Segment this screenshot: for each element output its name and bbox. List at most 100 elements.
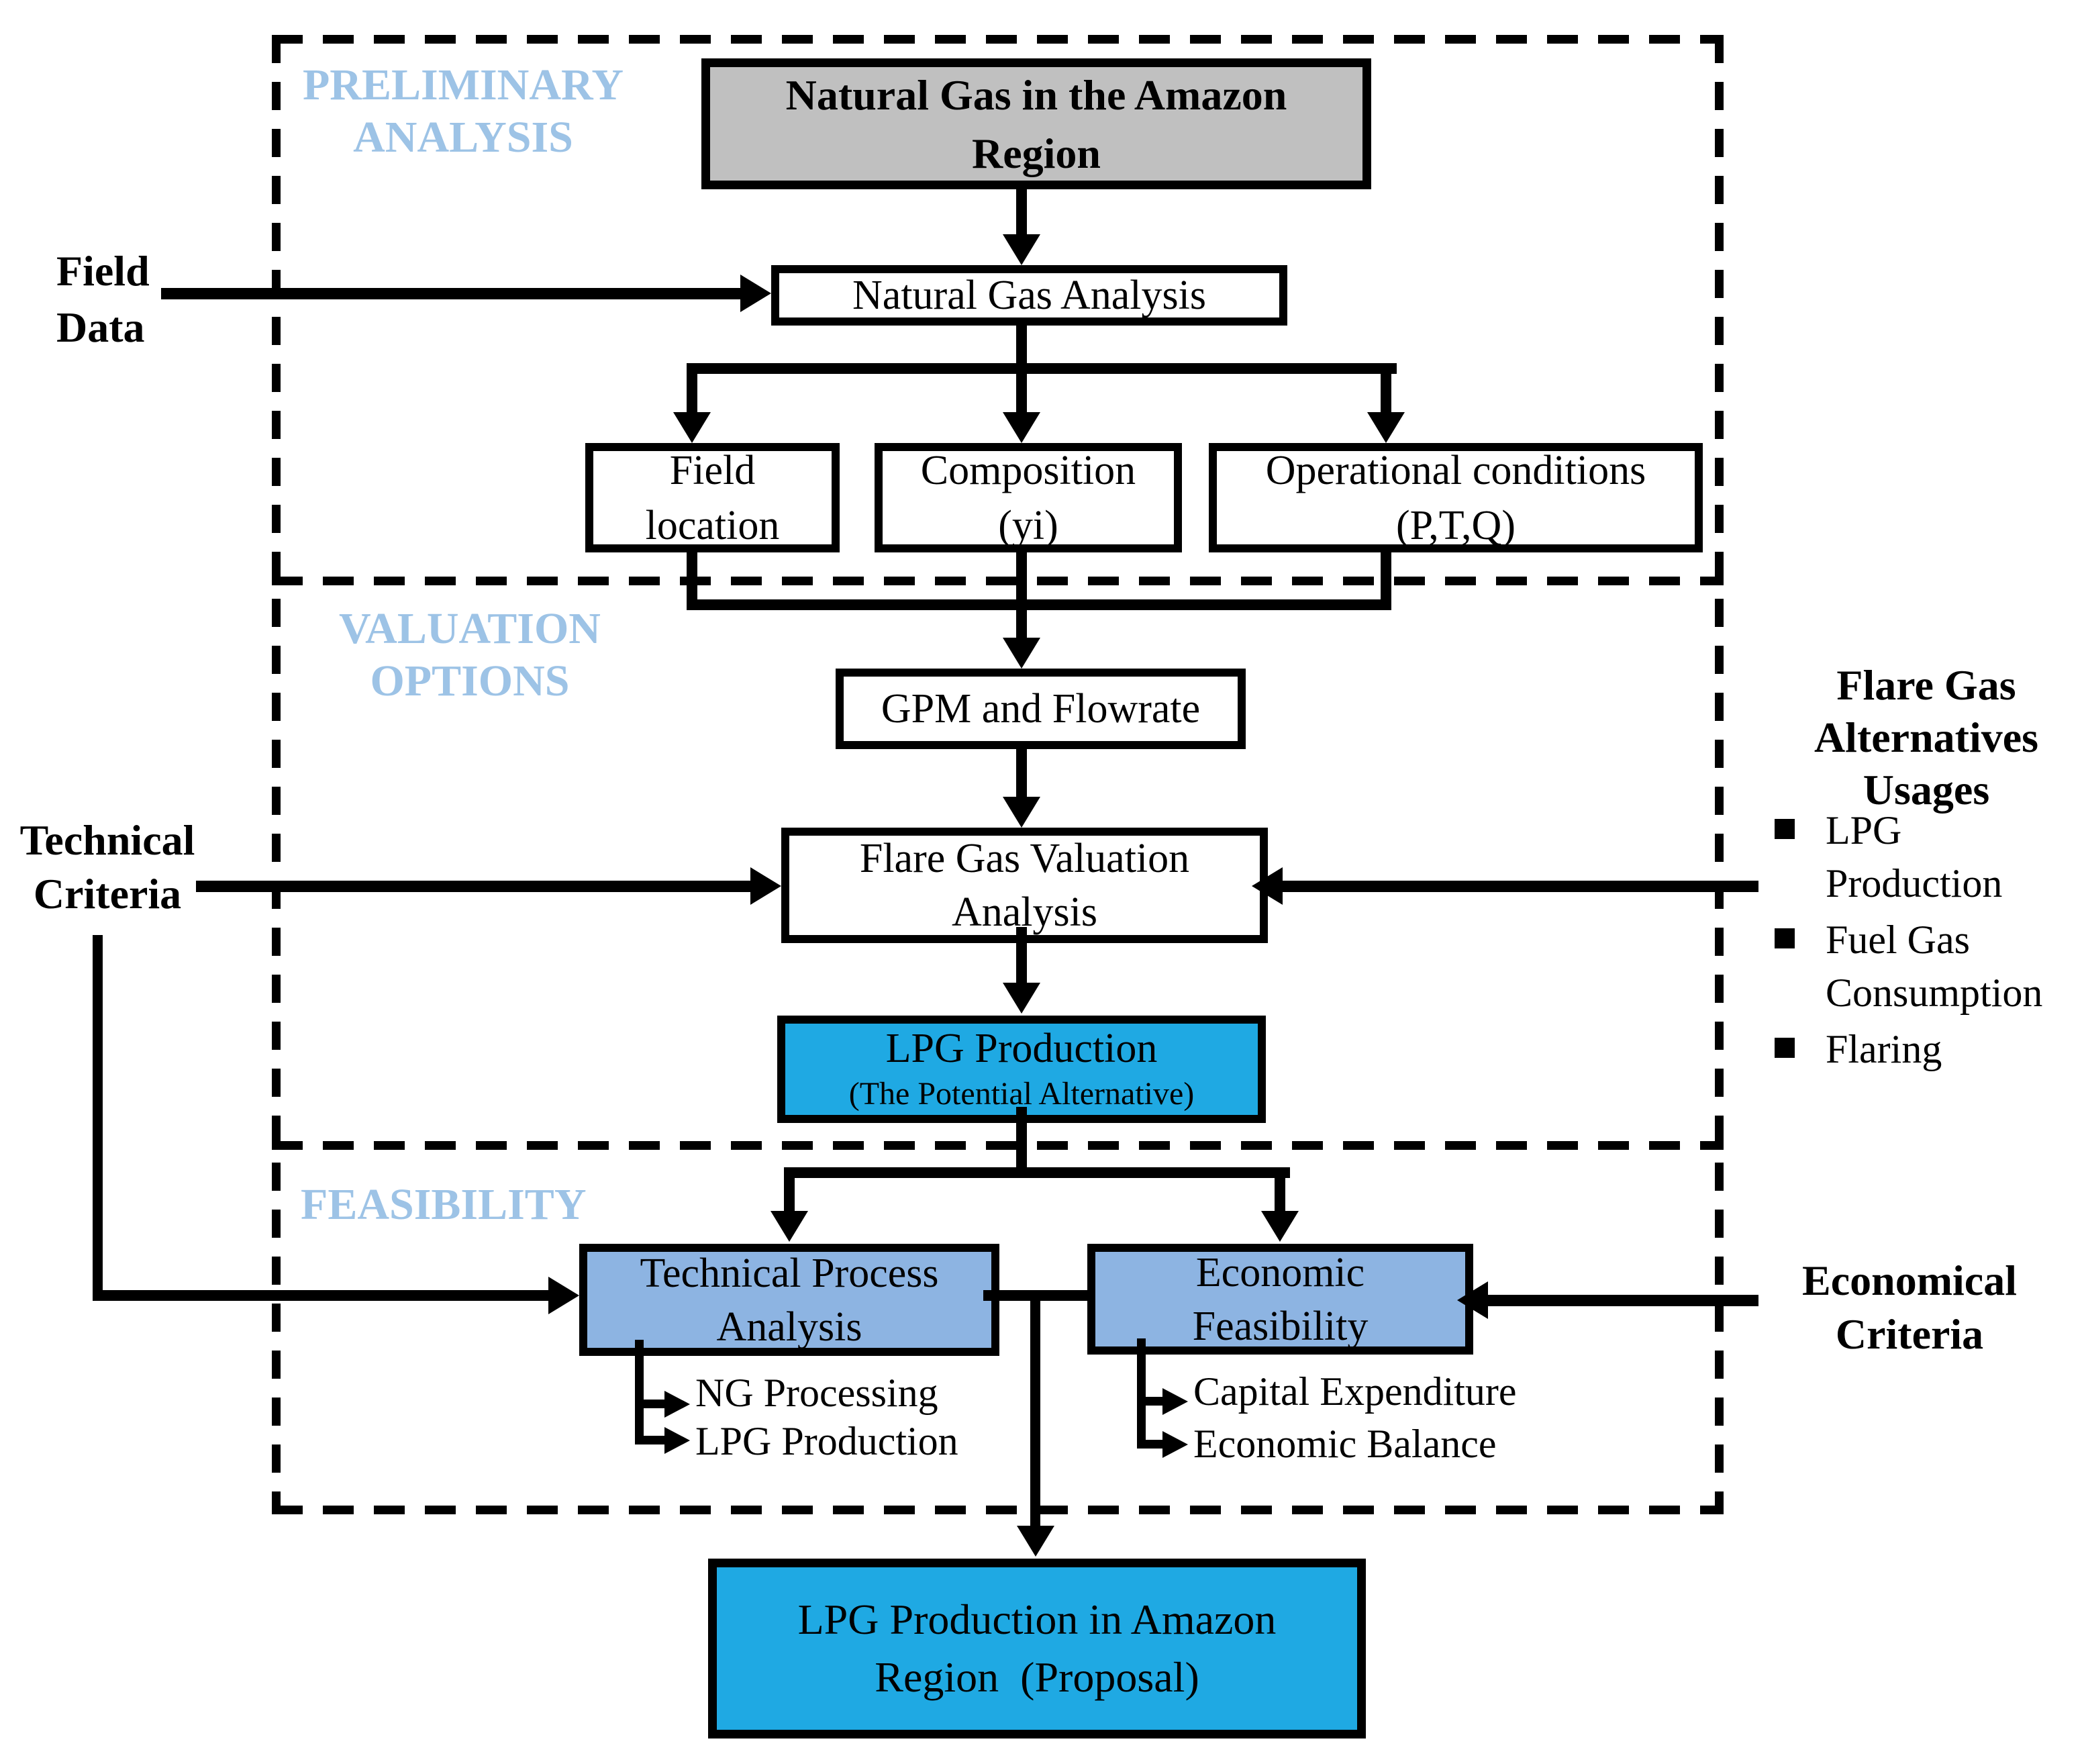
section-label-feasibility: FEASIBILITY [301, 1180, 587, 1229]
connector-drop-mid [1016, 374, 1027, 414]
arrowhead-technical-into-fgva [750, 867, 781, 905]
connector-down-to-proposal [1030, 1301, 1040, 1526]
label-capital-expenditure: Capital Expenditure [1193, 1369, 1517, 1414]
arrowhead-into-lpg-production [1003, 983, 1040, 1014]
section-border-bottom [272, 1506, 1724, 1514]
node-composition-line2: (yi) [998, 502, 1058, 548]
node-lpg-line2: (The Potential Alternative) [848, 1076, 1195, 1112]
node-technical-process-analysis: Technical Process Analysis [579, 1244, 999, 1356]
connector-gpm-down [1016, 749, 1027, 797]
label-ng-processing: NG Processing [695, 1371, 938, 1415]
arrowhead-ef-output1 [1162, 1388, 1188, 1415]
node-gpm-flowrate: GPM and Flowrate [836, 669, 1246, 749]
node-fgva-line1: Flare Gas Valuation [859, 836, 1190, 881]
arrowhead-into-field-location [673, 412, 711, 443]
section-divider-valuation-feasibility [272, 1141, 1724, 1150]
label-economical-criteria: Economical Criteria [1775, 1254, 2044, 1361]
connector-tpa-output1 [635, 1400, 664, 1408]
node-proposal-line2: Region (Proposal) [875, 1653, 1199, 1701]
arrowhead-into-gpm [1003, 638, 1040, 669]
connector-field-data [161, 288, 742, 299]
flare-alternatives-list: LPG Production Fuel Gas Consumption Flar… [1765, 804, 2082, 1079]
node-field-location-line2: location [645, 502, 780, 548]
arrowhead-ef-output2 [1162, 1431, 1188, 1458]
section-border-top [272, 35, 1724, 44]
node-operational-line1: Operational conditions [1265, 447, 1646, 493]
node-gas-analysis-label: Natural Gas Analysis [852, 273, 1206, 318]
connector-ef-outputs-stub [1137, 1338, 1146, 1446]
connector-drop-ef [1275, 1178, 1285, 1212]
list-item: Flaring [1765, 1023, 2082, 1076]
connector-merge-down [1016, 610, 1027, 638]
connector-tpa-output2 [635, 1436, 664, 1444]
label-technical-criteria-line2: Criteria [33, 870, 182, 918]
label-technical-criteria-line1: Technical [19, 816, 195, 864]
list-item-label: Flaring [1826, 1027, 1942, 1071]
arrowhead-alternatives-into-fgva [1252, 867, 1283, 905]
list-item: Fuel Gas Consumption [1765, 914, 2082, 1020]
arrowhead-into-gas-analysis [1003, 234, 1040, 265]
node-tpa-line2: Analysis [716, 1304, 862, 1350]
connector-technical-criteria [196, 881, 750, 892]
node-natural-gas-amazon-region: Natural Gas in the Amazon Region [701, 58, 1371, 189]
node-gpm-label: GPM and Flowrate [881, 686, 1201, 732]
connector-flare-alternatives [1283, 881, 1758, 892]
section-label-preliminary-analysis: PRELIMINARY ANALYSIS [302, 60, 624, 162]
arrowhead-criteria-into-tpa [548, 1277, 579, 1314]
node-composition-line1: Composition [920, 447, 1136, 493]
node-lpg-proposal: LPG Production in Amazon Region (Proposa… [708, 1559, 1366, 1738]
label-technical-criteria: Technical Criteria [10, 814, 205, 921]
node-economic-feasibility: Economic Feasibility [1087, 1244, 1473, 1355]
section-border-right [1715, 35, 1724, 1514]
label-field-data-line2: Data [56, 303, 145, 351]
node-ef-line2: Feasibility [1192, 1303, 1369, 1349]
connector-ef-output2 [1137, 1440, 1162, 1449]
node-composition: Composition (yi) [875, 443, 1182, 552]
node-title-line1: Natural Gas in the Amazon [785, 70, 1287, 119]
connector-merge-right [1381, 552, 1391, 602]
connector-drop-tpa [784, 1178, 795, 1212]
node-operational-line2: (P,T,Q) [1396, 502, 1516, 548]
section-label-valuation-options: VALUATION OPTIONS [339, 604, 601, 705]
connector-split-bar-feasibility [784, 1167, 1290, 1178]
arrowhead-into-proposal [1017, 1526, 1054, 1557]
connector-ef-output1 [1137, 1397, 1162, 1406]
node-flare-gas-valuation-analysis: Flare Gas Valuation Analysis [781, 828, 1268, 943]
label-field-data: Field Data [56, 243, 150, 356]
arrowhead-tpa-output2 [664, 1427, 690, 1454]
node-field-location: Field location [585, 443, 840, 552]
label-lpg-production-output: LPG Production [695, 1419, 958, 1463]
connector-merge-bar [687, 599, 1391, 610]
list-item-label: LPG Production [1826, 808, 2003, 905]
label-flare-gas-alternatives-usages: Flare Gas Alternatives Usages [1814, 661, 2039, 814]
connector-merge-left [687, 552, 697, 602]
arrowhead-into-composition [1003, 412, 1040, 443]
section-divider-preliminary-valuation [272, 577, 1724, 585]
node-tpa-line1: Technical Process [640, 1250, 939, 1296]
connector-split-bar-top [687, 363, 1397, 374]
arrowhead-into-operational [1367, 412, 1405, 443]
connector-technical-criteria-vertical [93, 935, 103, 1301]
node-proposal-line1: LPG Production in Amazon [797, 1596, 1277, 1643]
connector-fgva-down [1016, 927, 1027, 983]
node-title-line2: Region [972, 129, 1101, 177]
list-item-label: Fuel Gas Consumption [1826, 918, 2043, 1015]
list-item: LPG Production [1765, 804, 2082, 910]
connector-tpa-outputs-stub [635, 1340, 644, 1444]
connector-title-to-analysis [1016, 188, 1027, 235]
arrowhead-into-economic-feasibility [1261, 1211, 1299, 1242]
arrowhead-into-valuation-analysis [1003, 797, 1040, 828]
label-economic-balance: Economic Balance [1193, 1422, 1497, 1466]
connector-analysis-down [1016, 326, 1027, 366]
node-natural-gas-analysis: Natural Gas Analysis [771, 265, 1287, 326]
square-bullet-icon [1775, 819, 1795, 839]
arrowhead-economical-into-ef [1457, 1281, 1488, 1319]
label-economical-criteria-line2: Criteria [1835, 1310, 1984, 1358]
arrowhead-into-technical-process [771, 1211, 808, 1242]
connector-technical-criteria-horizontal [93, 1290, 548, 1301]
label-field-data-line1: Field [56, 247, 150, 295]
connector-drop-right [1381, 374, 1391, 414]
connector-lpg-down [1016, 1107, 1027, 1167]
section-border-left [272, 35, 281, 1514]
